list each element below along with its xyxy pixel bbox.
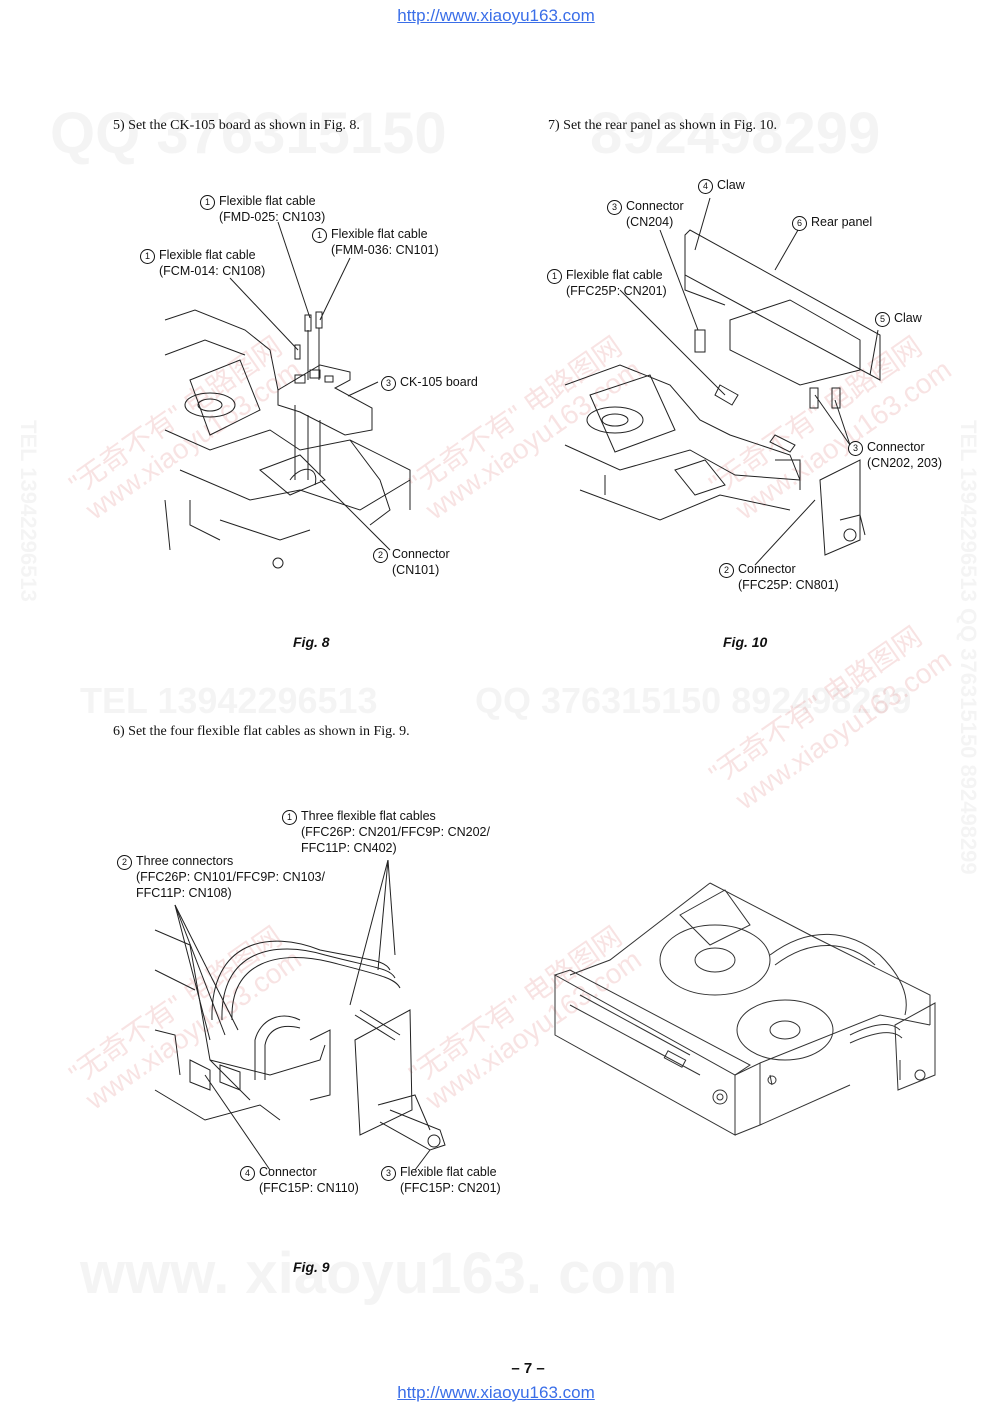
step-5: 5) Set the CK-105 board as shown in Fig.… xyxy=(113,118,360,133)
watermark-side-left: TEL 13942296513 xyxy=(15,420,41,602)
watermark-qq-mid: QQ 376315150 892498299 xyxy=(475,680,911,722)
fig10-caption: Fig. 10 xyxy=(723,634,768,650)
watermark-qq-2: 892498299 xyxy=(590,100,880,167)
watermark-side-right: TEL 13942296513 QQ 376315150 892498299 xyxy=(955,420,981,875)
watermark-tel: TEL 13942296513 xyxy=(80,680,378,722)
step-7: 7) Set the rear panel as shown in Fig. 1… xyxy=(548,118,778,133)
unit-overview-drawing xyxy=(553,882,936,1136)
fig9-drawing xyxy=(154,860,446,1171)
header-url[interactable]: http://www.xiaoyu163.com xyxy=(397,6,595,25)
watermark-site: www. xiaoyu163. com xyxy=(80,1240,677,1307)
watermark-qq: QQ 376315150 xyxy=(50,100,447,167)
step-6: 6) Set the four flexible flat cables as … xyxy=(113,724,410,739)
page-number: – 7 – xyxy=(511,1360,545,1377)
fig8-drawing xyxy=(164,221,411,569)
fig9-caption: Fig. 9 xyxy=(293,1259,330,1275)
fig10-drawing xyxy=(564,197,881,566)
fig8-caption: Fig. 8 xyxy=(293,634,330,650)
footer-url[interactable]: http://www.xiaoyu163.com xyxy=(397,1383,595,1402)
